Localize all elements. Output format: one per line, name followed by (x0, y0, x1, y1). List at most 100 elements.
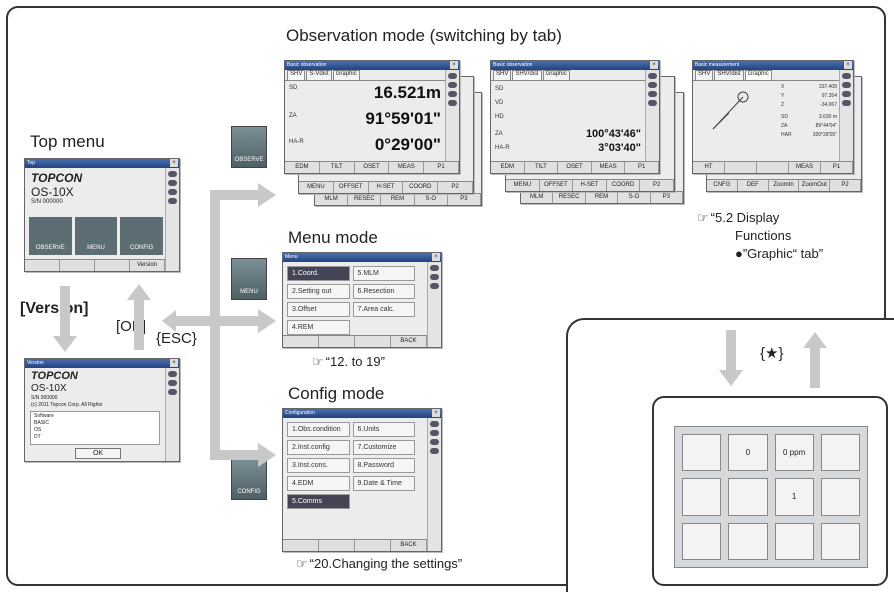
empty-key[interactable] (682, 522, 722, 560)
observation-mode-title: Observation mode (switching by tab) (286, 26, 562, 45)
tilt-icon[interactable] (682, 478, 722, 516)
tab-svdist[interactable]: S-Vdist (306, 70, 332, 80)
tab-graphic[interactable]: Graphic (744, 70, 772, 80)
arrow-shaft (210, 316, 260, 326)
softkey[interactable]: P1 (625, 162, 659, 173)
brand-logo: TOPCON (31, 370, 78, 382)
arrow-left-head (162, 310, 176, 332)
tab-graphic[interactable]: Graphic (542, 70, 570, 80)
close-icon[interactable]: × (450, 61, 458, 69)
observe-button[interactable]: OBSERVE (29, 217, 72, 255)
close-icon[interactable]: × (650, 61, 658, 69)
contrast-icon[interactable] (820, 434, 860, 472)
softkey[interactable]: OSET (355, 162, 390, 173)
star-key-panel: 0 0 ppm 1 (674, 426, 868, 568)
config-item-obs-condition[interactable]: 1.Obs.condition (287, 422, 350, 437)
menu-item-rem[interactable]: 4.REM (287, 320, 350, 335)
version-softkey[interactable]: Version (130, 260, 165, 271)
config-item-inst-cons[interactable]: 3.Inst.cons. (287, 458, 350, 473)
star-key-label: {★} (760, 345, 784, 362)
config-item-units[interactable]: 6.Units (352, 422, 415, 437)
back-softkey[interactable]: BACK (391, 540, 427, 551)
title-bar: Basic observation× (491, 61, 659, 70)
menu-item-offset[interactable]: 3.Offset (287, 302, 350, 317)
tab-shvdist[interactable]: SHV/dist (714, 70, 744, 80)
tab-graphic[interactable]: Graphic (332, 70, 360, 80)
softkey[interactable]: HT (693, 162, 725, 173)
title-bar: Basic observation× (285, 61, 459, 70)
status-sidebar (645, 70, 659, 173)
close-icon[interactable]: × (844, 61, 852, 69)
obs-value-sd: 16.521m (373, 83, 441, 102)
softkey-bar: Version (25, 259, 165, 271)
softkey[interactable] (725, 162, 757, 173)
obs-label-vd: VD (495, 100, 504, 106)
empty-key[interactable] (728, 522, 768, 560)
status-sidebar (427, 262, 441, 347)
close-icon[interactable]: × (170, 359, 178, 367)
tools-icon[interactable] (820, 522, 860, 560)
softkey[interactable]: OSET (558, 162, 592, 173)
empty-key[interactable] (774, 522, 814, 560)
speaker-icon[interactable]: 0 (728, 434, 768, 472)
book-icon: ☞ (312, 355, 324, 370)
instrument-icon[interactable] (728, 478, 768, 516)
softkey[interactable]: EDM (285, 162, 320, 173)
status-sidebar (427, 418, 441, 551)
book-icon: ☞ (697, 211, 709, 226)
softkey[interactable]: MEAS (592, 162, 626, 173)
config-screen: Configuration× 1.Obs.condition 6.Units 2… (282, 408, 442, 552)
menu-item-coord[interactable]: 1.Coord. (287, 266, 350, 281)
config-item-comms[interactable]: 5.Comms (287, 494, 350, 509)
obs-value-har: 3°03'40" (598, 142, 641, 154)
tab-shv[interactable]: SHV (287, 70, 306, 80)
title-bar: Basic measurement× (693, 61, 853, 70)
display-functions-ref: ☞“5.2 Display (697, 210, 780, 226)
tab-shv[interactable]: SHV (695, 70, 714, 80)
status-sidebar (839, 70, 853, 173)
config-item-edm[interactable]: 4.EDM (287, 476, 350, 491)
arrow-shaft (176, 316, 212, 326)
menu-item-resection[interactable]: 6.Resection (352, 284, 415, 299)
config-item-date-time[interactable]: 9.Date & Time (352, 476, 415, 491)
obs-label-sd: SD (289, 85, 298, 91)
esc-key-label: {ESC} (156, 330, 197, 347)
digit-icon[interactable]: 1 (774, 478, 814, 516)
softkey[interactable]: MEAS (789, 162, 821, 173)
back-softkey[interactable]: BACK (391, 336, 427, 347)
close-icon[interactable]: × (432, 409, 440, 417)
tab-shvdist[interactable]: SHV/dist (512, 70, 542, 80)
model-name: OS-10X (31, 383, 67, 394)
config-button[interactable]: CONFIG (120, 217, 164, 255)
softkey[interactable]: P1 (424, 162, 459, 173)
ok-button[interactable]: OK (75, 448, 121, 459)
softkey[interactable] (757, 162, 789, 173)
softkey-bar: BACK (283, 335, 427, 347)
softkey[interactable]: P1 (821, 162, 853, 173)
top-menu-screen: Top× TOPCON OS-10X S/N 000000 OBSERVE ME… (24, 158, 180, 272)
softkey[interactable]: MEAS (389, 162, 425, 173)
close-icon[interactable]: × (432, 253, 440, 261)
menu-item-mlm[interactable]: 5.MLM (352, 266, 415, 281)
menu-item-area-calc[interactable]: 7.Area calc. (352, 302, 415, 317)
config-item-inst-config[interactable]: 2.Inst.config (287, 440, 350, 455)
menu-item-setting-out[interactable]: 2.Setting out (287, 284, 350, 299)
arrow-right-head (258, 309, 276, 333)
config-item-password[interactable]: 8.Password (352, 458, 415, 473)
close-icon[interactable]: × (170, 159, 178, 167)
arrow-right-head (258, 443, 276, 467)
menu-mode-title: Menu mode (288, 228, 378, 247)
title-bar: Version× (25, 359, 179, 368)
config-item-customize[interactable]: 7.Customize (352, 440, 415, 455)
tab-shv[interactable]: SHV (493, 70, 512, 80)
laser-icon[interactable] (682, 434, 722, 472)
softkey[interactable]: TILT (525, 162, 559, 173)
softkey[interactable]: TILT (320, 162, 355, 173)
ppm-button[interactable]: 0 ppm (774, 434, 814, 472)
softkey[interactable]: EDM (491, 162, 525, 173)
serial-number: S/N 000000 (31, 395, 58, 401)
menu-button[interactable]: MENU (74, 217, 118, 255)
grid-icon[interactable] (820, 478, 860, 516)
